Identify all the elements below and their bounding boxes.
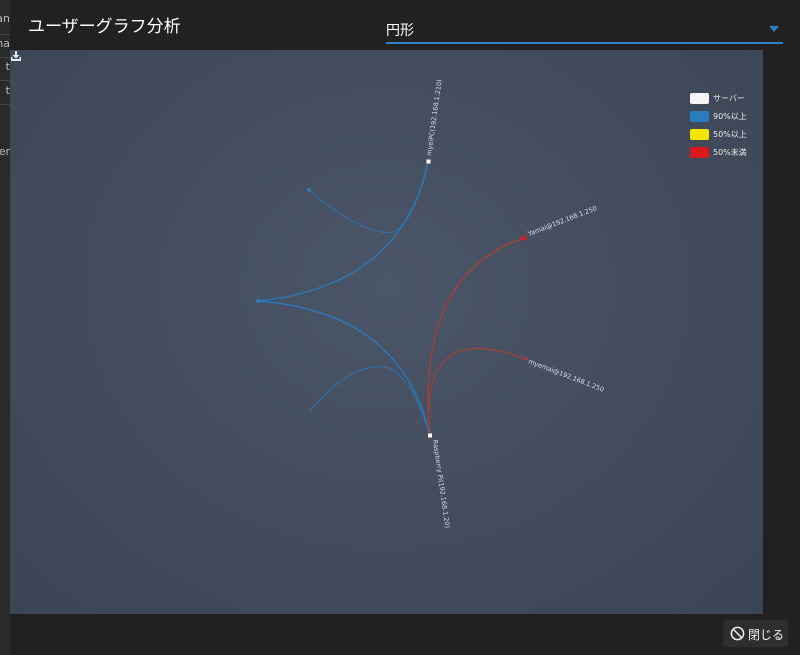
- legend-swatch: [690, 147, 709, 158]
- graph-analysis-dialog: ユーザーグラフ分析 円形 myeiPC(192.168.1.210) Yamai…: [10, 0, 800, 655]
- background-divider: [0, 57, 10, 58]
- prohibited-icon: [730, 626, 745, 641]
- layout-select-value: 円形: [386, 23, 414, 39]
- background-sidebar-item: er: [0, 145, 10, 158]
- node-label: myeiPC(192.168.1.210): [425, 79, 444, 156]
- background-divider: [0, 104, 10, 105]
- background-sidebar-item: an: [0, 12, 10, 25]
- graph-node-server[interactable]: [426, 159, 431, 164]
- legend-swatch: [690, 129, 709, 140]
- graph-node[interactable]: [524, 357, 528, 361]
- background-divider: [0, 80, 10, 81]
- legend-label: 50%以上: [713, 130, 747, 139]
- close-button-label: 閉じる: [748, 628, 785, 642]
- graph-link: [308, 161, 429, 234]
- download-icon[interactable]: [10, 50, 22, 62]
- background-divider: [0, 34, 10, 35]
- legend-label: 90%以上: [713, 112, 747, 121]
- background-sidebar-item: na: [0, 37, 10, 50]
- layout-select[interactable]: 円形: [386, 16, 783, 44]
- legend-label: 50%未満: [713, 148, 747, 157]
- graph-node[interactable]: [307, 188, 311, 192]
- background-sidebar: [0, 0, 10, 655]
- node-label: Yamai@192.168.1.250: [526, 204, 598, 238]
- node-label: myemai@192.168.1.250: [527, 357, 605, 393]
- graph-link: [309, 366, 431, 437]
- legend-swatch: [690, 111, 709, 122]
- background-sidebar-item: t: [5, 60, 10, 73]
- graph-link: [427, 237, 525, 437]
- chevron-down-icon[interactable]: [769, 26, 779, 32]
- graph-node[interactable]: [255, 298, 261, 304]
- graph-node-server[interactable]: [428, 433, 432, 438]
- legend-label: サーバー: [713, 94, 745, 103]
- graph-link: [257, 300, 431, 437]
- graph-link: [257, 161, 429, 302]
- node-label: Raspberry Pi(192.168.1.20): [431, 439, 451, 528]
- legend-swatch: [690, 93, 709, 104]
- graph-svg[interactable]: myeiPC(192.168.1.210) Yamai@192.168.1.25…: [10, 50, 763, 614]
- graph-link: [428, 347, 527, 437]
- graph-node[interactable]: [521, 235, 527, 241]
- background-sidebar-item: t: [5, 84, 10, 97]
- graph-canvas[interactable]: myeiPC(192.168.1.210) Yamai@192.168.1.25…: [10, 50, 763, 614]
- close-button[interactable]: 閉じる: [723, 620, 788, 647]
- dialog-title: ユーザーグラフ分析: [28, 17, 181, 37]
